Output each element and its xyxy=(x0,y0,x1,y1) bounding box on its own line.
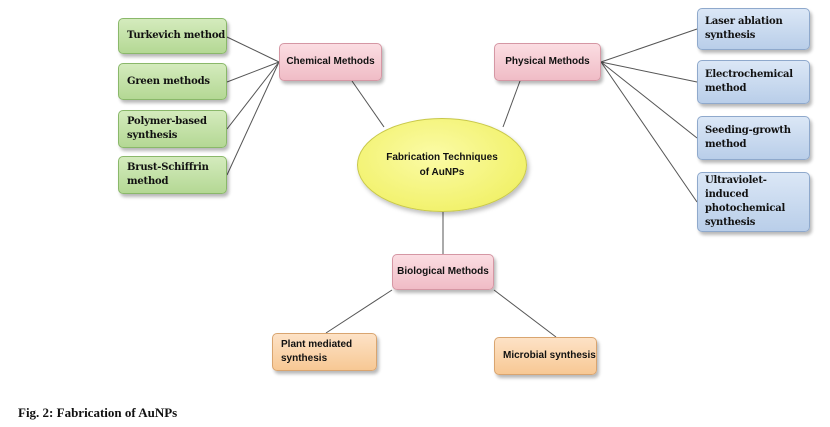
edge-biological-microbial xyxy=(493,289,557,338)
chemical-leaf-brust-schiffrin: Brust-Schiffrin method xyxy=(118,156,227,194)
physical-leaf-electrochemical: Electrochemical method xyxy=(697,60,810,104)
leaf-label: Seeding-growth method xyxy=(705,125,791,150)
center-label: Fabrication Techniques of AuNPs xyxy=(386,152,498,178)
center-node-fabrication-techniques: Fabrication Techniques of AuNPs xyxy=(357,118,527,212)
physical-leaf-laser-ablation: Laser ablation synthesis xyxy=(697,8,810,50)
edge-chemical-green xyxy=(226,61,280,83)
biological-leaf-microbial: Microbial synthesis xyxy=(494,337,597,375)
edge-chemical-polymer xyxy=(226,61,280,130)
physical-leaf-ultraviolet: Ultraviolet-induced photochemical synthe… xyxy=(697,172,810,232)
edge-biological-plant xyxy=(325,289,393,334)
chemical-leaf-green-methods: Green methods xyxy=(118,63,227,100)
edge-chemical-brust xyxy=(226,61,280,176)
leaf-label: Polymer-based synthesis xyxy=(127,116,207,141)
connector-lines xyxy=(226,28,698,338)
edge-physical-electro xyxy=(600,61,698,83)
leaf-label: Turkevich method xyxy=(127,30,226,41)
leaf-label: Plant mediated synthesis xyxy=(281,339,353,364)
leaf-label: Brust-Schiffrin method xyxy=(127,162,209,187)
leaf-label: Microbial synthesis xyxy=(503,350,596,361)
leaf-label: Electrochemical method xyxy=(705,69,793,94)
branch-biological-methods: Biological Methods xyxy=(392,254,494,290)
biological-leaf-plant-mediated: Plant mediated synthesis xyxy=(272,333,377,371)
edge-physical-seeding xyxy=(600,61,698,139)
chemical-leaf-polymer: Polymer-based synthesis xyxy=(118,110,227,148)
physical-leaf-seeding-growth: Seeding-growth method xyxy=(697,116,810,160)
branch-physical-methods: Physical Methods xyxy=(494,43,601,81)
branch-label: Physical Methods xyxy=(505,56,590,67)
chemical-leaf-turkevich: Turkevich method xyxy=(118,18,227,54)
leaf-label: Ultraviolet-induced photochemical synthe… xyxy=(705,175,786,228)
leaf-label: Laser ablation synthesis xyxy=(705,16,783,41)
branch-chemical-methods: Chemical Methods xyxy=(279,43,382,81)
branch-label: Chemical Methods xyxy=(286,56,375,67)
edge-center-physical xyxy=(502,80,521,128)
mind-map-diagram: Turkevich method Green methods Polymer-b… xyxy=(118,8,810,375)
leaf-label: Green methods xyxy=(127,75,210,87)
branch-label: Biological Methods xyxy=(397,266,489,277)
edge-chemical-turkevich xyxy=(226,36,280,63)
figure-caption: Fig. 2: Fabrication of AuNPs xyxy=(18,405,178,420)
edge-physical-uv xyxy=(600,61,698,203)
edge-physical-laser xyxy=(600,28,698,63)
edge-center-chemical xyxy=(351,80,385,128)
